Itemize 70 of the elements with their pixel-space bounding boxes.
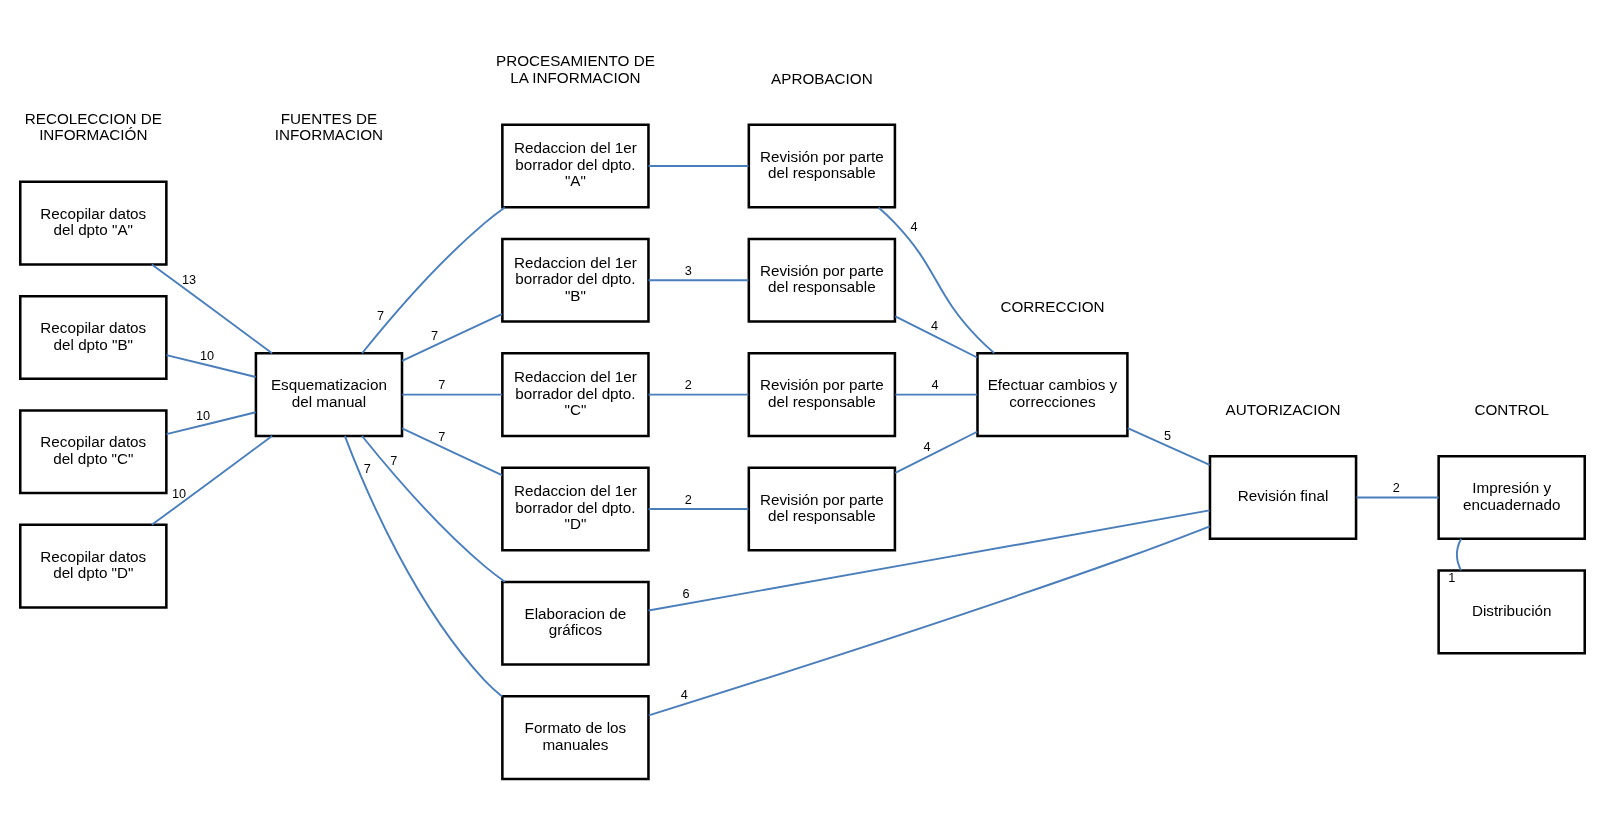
node-box: Revisión por parte del responsable — [747, 351, 897, 437]
edge-label: 7 — [390, 453, 398, 468]
connector — [647, 164, 750, 167]
node-box: Recopilar datos del dpto "D" — [19, 523, 168, 609]
edge-label: 5 — [1163, 428, 1172, 443]
edge-label: 4 — [923, 439, 931, 454]
node-box: Redaccion del 1er borrador del dpto. "C" — [501, 351, 650, 437]
connector — [1455, 537, 1462, 571]
edge-label: 3 — [684, 263, 692, 278]
edge-label: 13 — [181, 272, 197, 287]
edge-label: 4 — [931, 377, 939, 392]
connector — [150, 434, 273, 526]
connector — [877, 206, 996, 354]
edge-label: 4 — [680, 687, 688, 702]
connector — [647, 507, 750, 510]
edge-label: 10 — [195, 408, 211, 423]
node-box: Redaccion del 1er borrador del dpto. "A" — [501, 122, 650, 208]
node-box: Recopilar datos del dpto "C" — [19, 408, 168, 494]
label: AUTORIZACION — [1225, 400, 1341, 418]
connector — [647, 278, 750, 281]
node-box: Efectuar cambios y correcciones — [976, 351, 1129, 437]
node-box: Revisión por parte del responsable — [747, 122, 897, 208]
edge-label: 10 — [199, 348, 215, 363]
connector — [361, 434, 506, 583]
label: APROBACION — [771, 69, 873, 87]
edge-label: 7 — [377, 308, 385, 323]
connector — [894, 393, 979, 396]
node-box: Revisión por parte del responsable — [747, 237, 897, 323]
connector — [343, 434, 504, 697]
label: RECOLECCION DE INFORMACIÓN — [24, 109, 162, 143]
node-box: Impresión y encuadernado — [1437, 454, 1586, 540]
node-box: Recopilar datos del dpto "A" — [19, 180, 168, 266]
edge-label: 7 — [363, 461, 371, 476]
node-box: Formato de los manuales — [501, 694, 650, 780]
edge-label: 2 — [1392, 480, 1400, 495]
label: FUENTES DE INFORMACION — [274, 109, 384, 143]
edge-label: 4 — [931, 318, 939, 333]
edge-label: 7 — [438, 377, 446, 392]
connector — [165, 410, 257, 435]
connector — [647, 508, 1211, 611]
connector — [647, 393, 750, 396]
connector — [1355, 496, 1440, 498]
edge-label: 1 — [1448, 570, 1456, 585]
edge-label: 10 — [171, 486, 187, 501]
connector — [361, 206, 506, 354]
edge-label: 2 — [684, 492, 692, 507]
edge-label: 7 — [438, 429, 446, 444]
node-box: Redaccion del 1er borrador del dpto. "D" — [501, 465, 650, 551]
edge-label: 7 — [430, 328, 439, 343]
edge-label: 6 — [682, 586, 690, 601]
node-box: Redaccion del 1er borrador del dpto. "B" — [501, 237, 650, 323]
connector — [401, 426, 503, 476]
node-box: Revisión final — [1208, 454, 1358, 540]
connector — [165, 353, 257, 378]
connector — [401, 393, 503, 396]
label: CORRECCION — [1000, 297, 1105, 315]
connector — [647, 524, 1211, 716]
connector — [401, 312, 503, 362]
node-box: Esquematizacion del manual — [254, 351, 404, 437]
node-box: Revisión por parte del responsable — [747, 465, 897, 551]
connector — [894, 430, 979, 474]
connector — [150, 263, 273, 354]
edge-label: 4 — [910, 219, 918, 234]
edge-label: 2 — [684, 377, 692, 392]
label: PROCESAMIENTO DE LA INFORMACION — [495, 51, 655, 86]
node-box: Recopilar datos del dpto "B" — [19, 294, 168, 380]
node-box: Elaboracion de gráficos — [501, 580, 650, 666]
connector — [894, 315, 979, 358]
label: CONTROL — [1474, 400, 1549, 418]
connector — [1126, 426, 1211, 466]
